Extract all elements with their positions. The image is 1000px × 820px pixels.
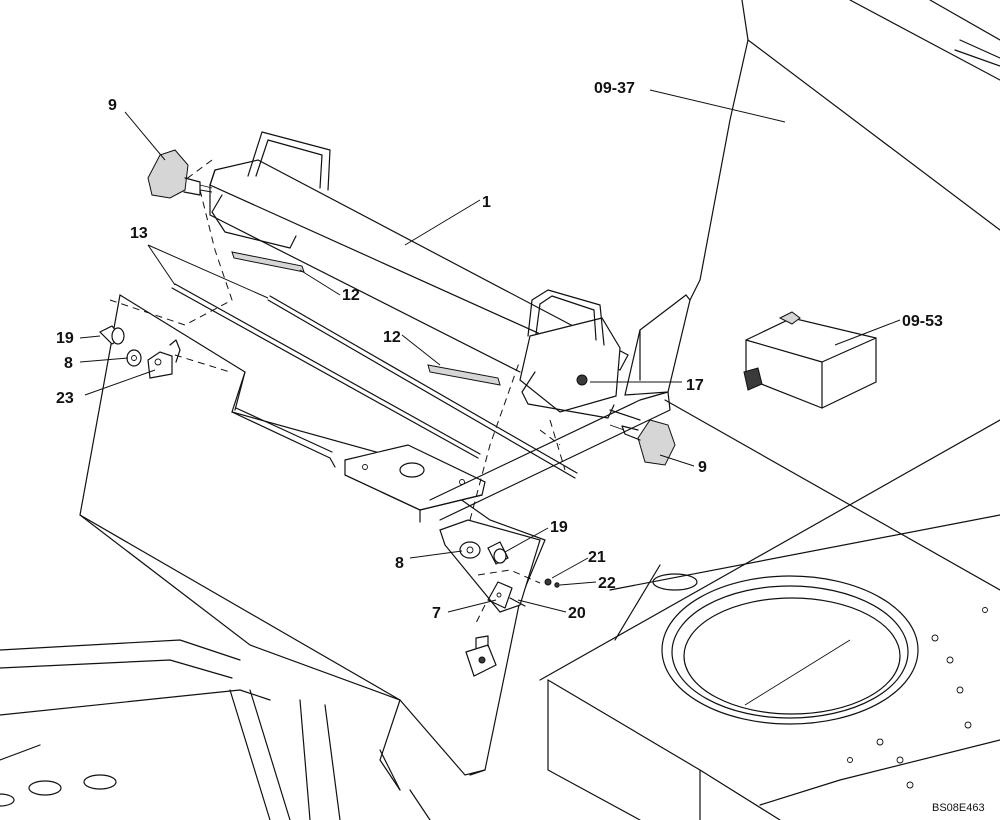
rear-panel-0937 xyxy=(689,0,1000,301)
knob-9-top xyxy=(147,149,213,199)
drawing-reference-code: BS08E463 xyxy=(932,802,985,814)
rods-13 xyxy=(171,283,578,479)
callout-21: 21 xyxy=(588,549,606,566)
assembly-lines xyxy=(109,159,566,626)
callout-17: 17 xyxy=(686,377,704,394)
callout-8-lower: 8 xyxy=(395,555,404,572)
hinge-plate xyxy=(624,294,691,396)
callout-12-upper: 12 xyxy=(342,287,360,304)
electrical-box-0953 xyxy=(743,311,877,409)
base-frame xyxy=(539,399,1000,820)
callout-20: 20 xyxy=(568,605,586,622)
knob-9-right xyxy=(609,419,676,466)
leader-lines xyxy=(79,89,901,613)
callout-09-53: 09-53 xyxy=(902,313,943,330)
callout-8-left: 8 xyxy=(64,355,73,372)
pin-washer-clip-upper xyxy=(98,325,181,379)
callout-12-lower: 12 xyxy=(383,329,401,346)
callout-9-right: 9 xyxy=(698,459,707,476)
callout-19-left: 19 xyxy=(56,330,74,347)
callout-09-37: 09-37 xyxy=(594,80,635,97)
callout-23: 23 xyxy=(56,390,74,407)
lower-hardware xyxy=(439,519,560,677)
callout-1: 1 xyxy=(482,194,491,211)
callout-7: 7 xyxy=(432,605,441,622)
handle-bar-1 xyxy=(209,131,629,419)
callout-13: 13 xyxy=(130,225,148,242)
callout-19-lower: 19 xyxy=(550,519,568,536)
left-frame xyxy=(0,639,431,820)
callout-9-top: 9 xyxy=(108,97,117,114)
callout-22: 22 xyxy=(598,575,616,592)
